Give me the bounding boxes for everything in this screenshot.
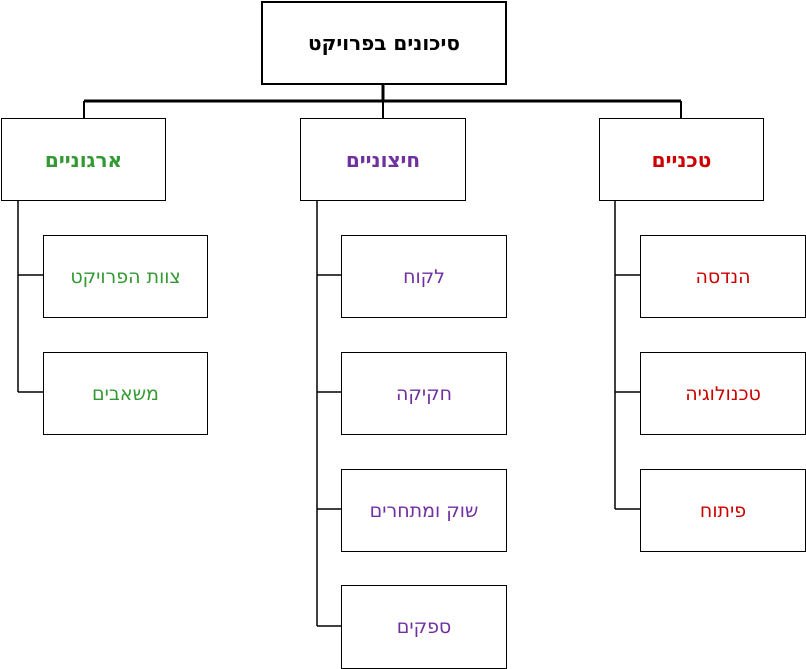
- category-label: טכניים: [651, 147, 712, 172]
- node-legislation: חקיקה: [341, 352, 507, 435]
- node-label: ספקים: [396, 616, 452, 638]
- node-label: טכנולוגיה: [685, 382, 761, 405]
- category-external: חיצוניים: [300, 118, 466, 201]
- node-engineering: הנדסה: [640, 235, 806, 318]
- root-label: סיכונים בפרויקט: [308, 31, 460, 55]
- root-node: סיכונים בפרויקט: [261, 1, 507, 85]
- node-development: פיתוח: [640, 469, 806, 552]
- node-resources: משאבים: [43, 352, 208, 435]
- category-organizational: ארגוניים: [1, 118, 166, 201]
- category-label: ארגוניים: [44, 147, 123, 172]
- node-label: הנדסה: [695, 265, 751, 288]
- node-label: פיתוח: [699, 499, 747, 522]
- node-technology: טכנולוגיה: [640, 352, 806, 435]
- node-market-competitors: שוק ומתחרים: [341, 469, 507, 552]
- node-suppliers: ספקים: [341, 585, 507, 669]
- node-customer: לקוח: [341, 235, 507, 318]
- node-label: משאבים: [92, 382, 159, 405]
- node-label: לקוח: [403, 265, 445, 288]
- node-project-team: צוות הפרויקט: [43, 235, 208, 318]
- node-label: צוות הפרויקט: [70, 265, 181, 288]
- node-label: שוק ומתחרים: [369, 499, 479, 522]
- category-label: חיצוניים: [345, 147, 421, 172]
- node-label: חקיקה: [395, 382, 453, 405]
- category-technical: טכניים: [599, 118, 764, 201]
